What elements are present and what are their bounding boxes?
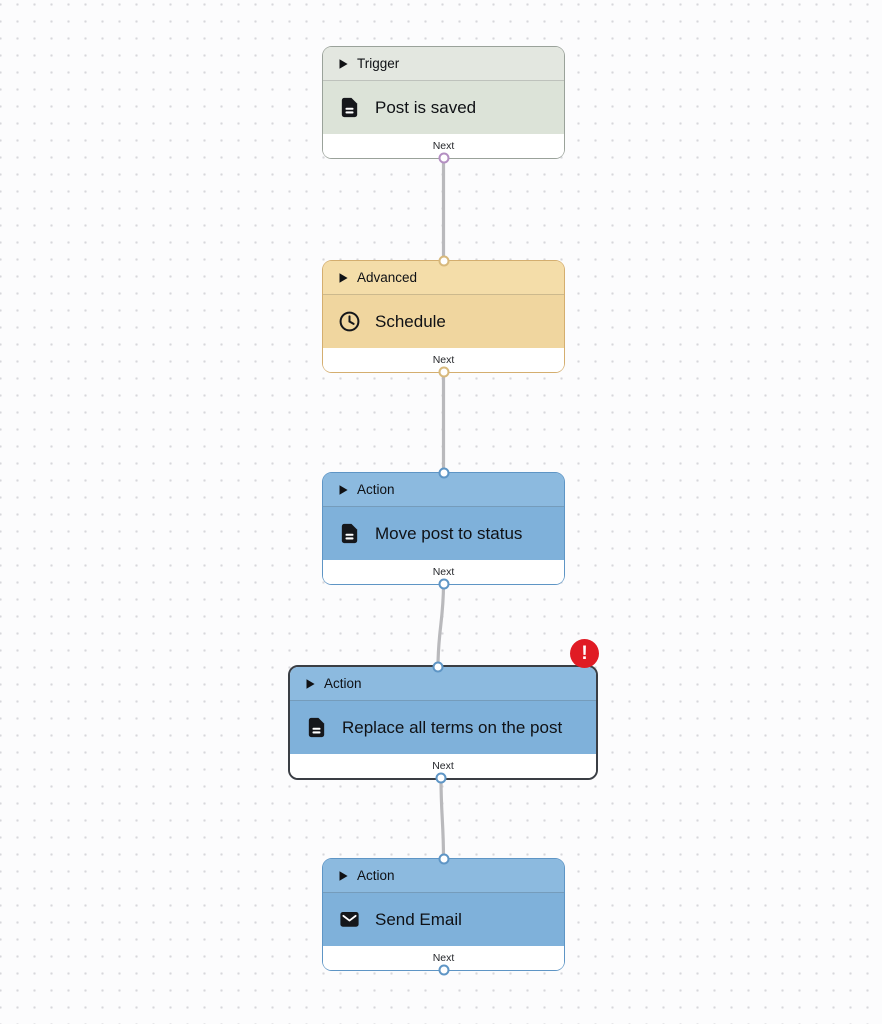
collapse-triangle-icon[interactable]: [339, 484, 348, 495]
node-category-label: Action: [357, 868, 395, 883]
document-icon: [338, 522, 361, 545]
input-port[interactable]: [432, 661, 444, 673]
output-port[interactable]: [438, 578, 449, 590]
document-icon: [305, 716, 328, 739]
node-label: Send Email: [375, 909, 462, 929]
node-header[interactable]: Trigger: [323, 47, 564, 81]
collapse-triangle-icon[interactable]: [339, 272, 348, 283]
output-port[interactable]: [435, 772, 447, 784]
error-symbol: !: [581, 643, 588, 664]
input-port[interactable]: [438, 467, 449, 479]
workflow-node-trigger-post-is-saved[interactable]: Trigger Post is saved Next: [322, 46, 565, 164]
node-header[interactable]: Advanced: [323, 261, 564, 295]
workflow-node-action-replace-all-terms[interactable]: Action Replace all terms on the post Nex…: [288, 639, 599, 784]
next-label: Next: [432, 140, 455, 152]
collapse-triangle-icon[interactable]: [306, 678, 315, 689]
input-port[interactable]: [438, 255, 449, 267]
next-label: Next: [432, 566, 455, 578]
node-body[interactable]: Replace all terms on the post: [290, 701, 596, 754]
node-category-label: Action: [357, 482, 395, 497]
input-port[interactable]: [438, 853, 449, 865]
workflow-node-action-send-email[interactable]: Action Send Email Next: [322, 853, 565, 976]
node-label: Move post to status: [375, 523, 523, 543]
node-header[interactable]: Action: [290, 667, 596, 701]
collapse-triangle-icon[interactable]: [339, 58, 348, 69]
next-label: Next: [432, 760, 454, 772]
node-category-label: Trigger: [357, 56, 400, 71]
workflow-node-action-move-post-to-status[interactable]: Action Move post to status Next: [322, 467, 565, 590]
output-port[interactable]: [438, 152, 449, 164]
node-header[interactable]: Action: [323, 473, 564, 507]
collapse-triangle-icon[interactable]: [339, 870, 348, 881]
document-icon: [338, 96, 361, 119]
node-label: Schedule: [375, 311, 446, 331]
error-badge-icon: !: [570, 639, 599, 668]
next-label: Next: [432, 354, 455, 366]
output-port[interactable]: [438, 964, 449, 976]
envelope-icon: [338, 908, 361, 931]
output-port[interactable]: [438, 366, 449, 378]
node-label: Post is saved: [375, 97, 477, 117]
node-category-label: Action: [324, 676, 362, 691]
workflow-node-advanced-schedule[interactable]: Advanced Schedule Next: [322, 255, 565, 378]
node-header[interactable]: Action: [323, 859, 564, 893]
node-body[interactable]: Post is saved: [323, 81, 564, 134]
node-body[interactable]: Move post to status: [323, 507, 564, 560]
node-body[interactable]: Schedule: [323, 295, 564, 348]
node-category-label: Advanced: [357, 270, 418, 285]
next-label: Next: [432, 952, 455, 964]
clock-icon: [338, 310, 361, 333]
node-body[interactable]: Send Email: [323, 893, 564, 946]
node-label: Replace all terms on the post: [342, 717, 563, 737]
